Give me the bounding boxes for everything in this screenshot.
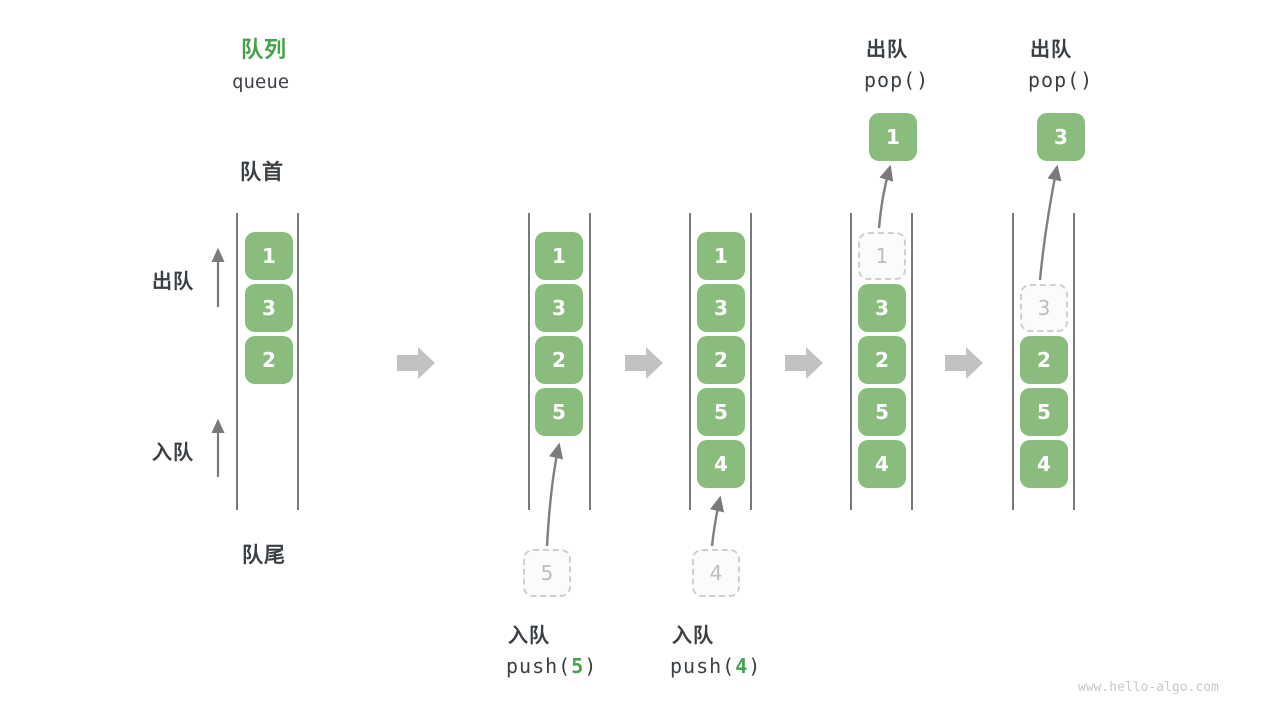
- pop1-code: pop(): [864, 68, 930, 92]
- queue-box: 5: [535, 388, 583, 436]
- operation-arrows: [545, 164, 1062, 547]
- queue-box: 1: [535, 232, 583, 280]
- push4-label: 入队: [672, 623, 714, 647]
- queue-box: 2: [1020, 336, 1068, 384]
- queue-box: 3: [697, 284, 745, 332]
- enqueue-side-label: 入队: [152, 440, 194, 464]
- watermark: www.hello-algo.com: [1078, 680, 1219, 695]
- pop2-code: pop(): [1028, 68, 1094, 92]
- transition-arrow-icon: [945, 347, 983, 379]
- queue-box: 2: [245, 336, 293, 384]
- pop1-arrow-icon: [877, 164, 894, 229]
- ghost-box: 1: [858, 232, 906, 280]
- pop1-label: 出队: [866, 37, 908, 61]
- queue-box: 2: [858, 336, 906, 384]
- dequeue-side-label: 出队: [152, 269, 194, 293]
- queue-box: 3: [858, 284, 906, 332]
- pop2-label: 出队: [1030, 37, 1072, 61]
- queue-box: 4: [858, 440, 906, 488]
- push4-code: push(4): [670, 654, 761, 678]
- push4-arrow-icon: [710, 495, 725, 547]
- transition-arrow-icon: [785, 347, 823, 379]
- transition-arrow-icon: [397, 347, 435, 379]
- popped-box: 1: [869, 113, 917, 161]
- queue-walls: [236, 213, 1075, 510]
- ghost-box: 3: [1020, 284, 1068, 332]
- queue-box: 3: [535, 284, 583, 332]
- queue-box: 5: [1020, 388, 1068, 436]
- queue-box: 2: [535, 336, 583, 384]
- popped-box: 3: [1037, 113, 1085, 161]
- diagram-title-zh: 队列: [241, 38, 288, 63]
- push5-arg: 5: [571, 654, 585, 678]
- queue-front-label: 队首: [240, 160, 284, 184]
- push5-arrow-icon: [545, 442, 564, 547]
- transition-arrow-icon: [625, 347, 663, 379]
- push5-code-prefix: push(: [506, 654, 572, 678]
- queue-box: 1: [697, 232, 745, 280]
- staging-box: 4: [692, 549, 740, 597]
- push5-code: push(5): [506, 654, 597, 678]
- pop2-arrow-icon: [1038, 164, 1062, 281]
- queue-box: 3: [245, 284, 293, 332]
- queue-box: 4: [697, 440, 745, 488]
- push4-code-suffix: ): [748, 654, 762, 678]
- push5-label: 入队: [508, 623, 550, 647]
- push5-code-suffix: ): [584, 654, 598, 678]
- push4-arg: 4: [735, 654, 749, 678]
- queue-box: 4: [1020, 440, 1068, 488]
- staging-box: 5: [523, 549, 571, 597]
- queue-rear-label: 队尾: [242, 543, 286, 567]
- transition-arrows: [397, 347, 983, 379]
- queue-box: 5: [858, 388, 906, 436]
- queue-box: 1: [245, 232, 293, 280]
- queue-box: 5: [697, 388, 745, 436]
- queue-box: 2: [697, 336, 745, 384]
- push4-code-prefix: push(: [670, 654, 736, 678]
- diagram-title-en: queue: [232, 71, 290, 93]
